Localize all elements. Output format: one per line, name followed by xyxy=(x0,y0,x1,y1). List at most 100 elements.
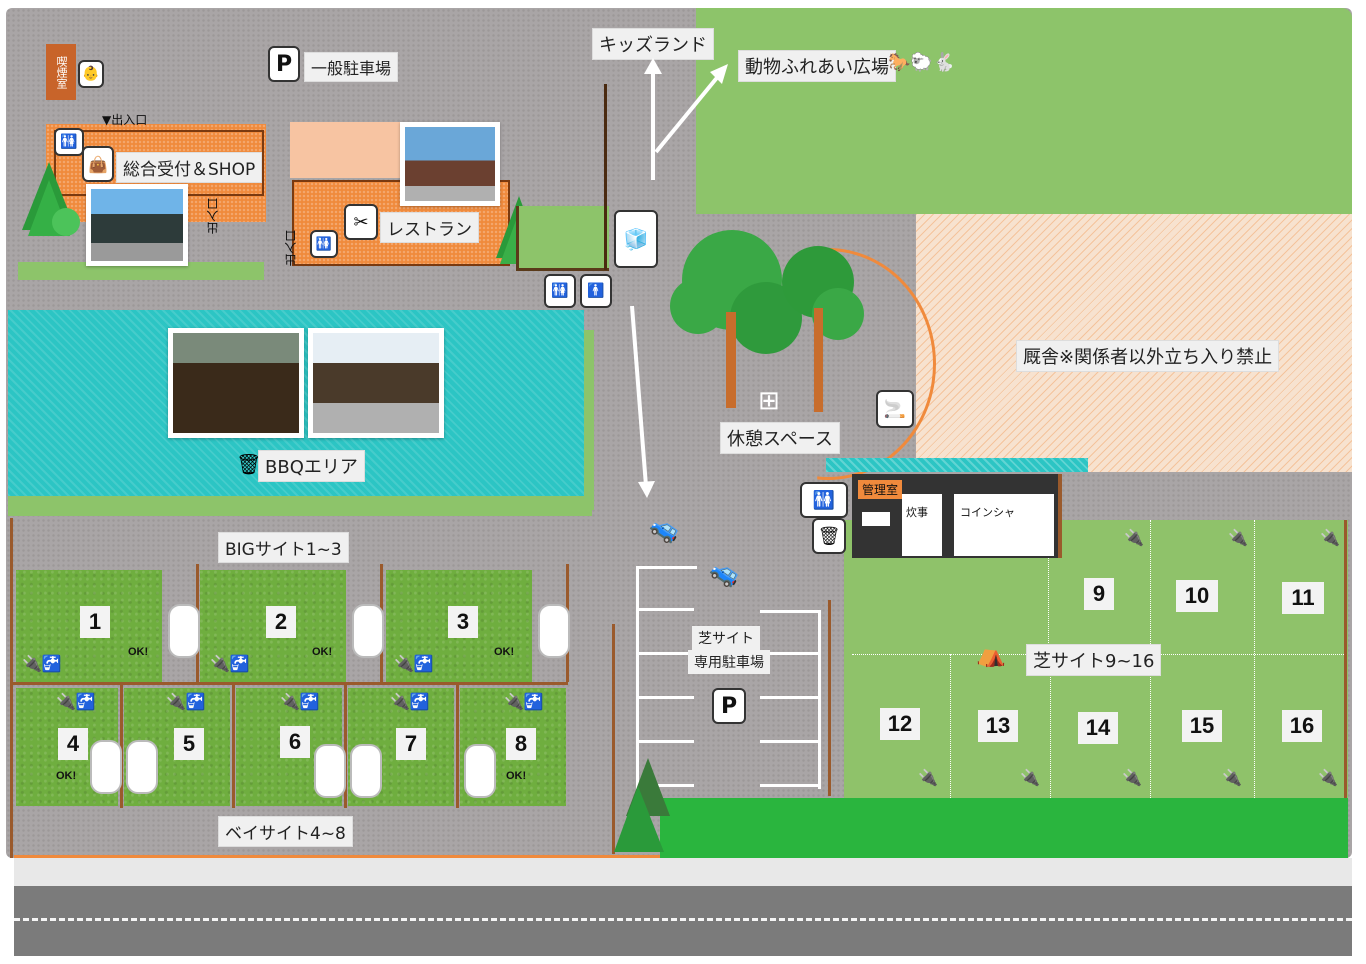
site-number: 4 xyxy=(58,728,88,760)
restroom-icon: 🚻 xyxy=(800,482,848,518)
site-number: 10 xyxy=(1176,580,1218,612)
site-number: 6 xyxy=(280,726,310,758)
restroom-icon: 🚻 xyxy=(544,274,576,308)
management-label: 管理室 xyxy=(858,480,903,499)
divider xyxy=(456,684,459,808)
lawn-grid-v3 xyxy=(1254,520,1255,800)
green-strip-left xyxy=(18,262,264,280)
bbq-green-side xyxy=(584,330,594,510)
car-icon xyxy=(314,744,346,798)
restroom-icon: 🚻 xyxy=(310,230,338,258)
parking-icon: P xyxy=(268,46,300,82)
bbq-label: BBQエリア xyxy=(258,450,365,482)
parking-lines xyxy=(636,566,697,789)
bbq-green-edge xyxy=(8,496,592,516)
plug-icon: 🔌🚰 xyxy=(56,692,96,711)
dog-icon: OK! xyxy=(56,770,77,782)
fence-line xyxy=(604,84,607,270)
lawn-parking-frame xyxy=(828,600,831,796)
trash-icon: 🗑 xyxy=(236,452,262,476)
site-number: 8 xyxy=(506,728,536,760)
site-boundary-line xyxy=(14,855,660,858)
smoking-room: 喫煙室 xyxy=(46,44,76,100)
parking-line xyxy=(636,652,694,655)
plug-icon: 🔌🚰 xyxy=(22,654,62,673)
big-site-label: BIGサイト1~3 xyxy=(218,532,349,563)
car-icon xyxy=(350,744,382,798)
reception-label: 総合受付＆SHOP xyxy=(116,152,263,183)
divider xyxy=(232,684,235,808)
lawn-parking-frame xyxy=(612,624,615,854)
lawn-grid-v5 xyxy=(1050,654,1051,800)
lawn-grid-v1 xyxy=(1048,520,1049,655)
parking-line xyxy=(636,784,694,787)
kids-land-label: キッズランド xyxy=(592,28,714,60)
tent-icon: ⛺ xyxy=(976,640,1006,668)
horse-icon: 🐎🐑🐇 xyxy=(888,52,956,73)
parking-icon: P xyxy=(712,688,746,724)
green-strip xyxy=(660,798,1348,858)
site-number: 5 xyxy=(174,728,204,760)
trash-icon: 🗑 xyxy=(812,518,846,554)
arrows xyxy=(630,58,728,498)
parking-line xyxy=(760,696,818,699)
site-number: 3 xyxy=(448,606,478,638)
plug-icon: 🔌 xyxy=(1222,768,1242,787)
plug-icon: 🔌🚰 xyxy=(390,692,430,711)
sidewalk xyxy=(14,858,1352,886)
smoking-icon: 🚬 xyxy=(876,390,914,428)
site-number: 12 xyxy=(880,708,920,740)
bbq-photo-1 xyxy=(168,328,304,438)
rest-space-label: 休憩スペース xyxy=(720,422,840,454)
tree-icon xyxy=(670,230,864,412)
left-boundary xyxy=(10,518,13,858)
plug-icon: 🔌 xyxy=(1228,528,1248,547)
car-icon xyxy=(126,740,158,794)
car-icon xyxy=(168,604,200,658)
site-number: 7 xyxy=(396,728,426,760)
lawn-parking-label-1: 芝サイト xyxy=(692,626,760,650)
restaurant-annex xyxy=(290,122,400,178)
car-icon xyxy=(90,740,122,794)
restroom-icon: 🚹 xyxy=(580,274,612,308)
management-window xyxy=(862,512,890,526)
parking-lines-right xyxy=(760,610,821,789)
plug-icon: 🔌 xyxy=(1122,768,1142,787)
dog-icon: OK! xyxy=(494,646,515,658)
site-number: 11 xyxy=(1282,582,1324,614)
baby-icon: 👶 xyxy=(78,60,104,88)
dog-icon: OK! xyxy=(312,646,333,658)
bbq-photo-2 xyxy=(308,328,444,438)
restroom-icon: 🚻 xyxy=(54,128,84,156)
restaurant-photo xyxy=(400,122,500,206)
plug-icon: 🔌 xyxy=(1020,768,1040,787)
parking-line xyxy=(636,608,694,611)
divider xyxy=(120,684,123,808)
plug-icon: 🔌 xyxy=(918,768,938,787)
restaurant-label: レストラン xyxy=(380,212,479,243)
site-number: 16 xyxy=(1282,710,1322,742)
parking-line xyxy=(636,740,694,743)
reception-photo xyxy=(86,184,188,266)
barn-label: 厩舎※関係者以外立ち入り禁止 xyxy=(1016,340,1280,372)
animal-plaza-field xyxy=(696,8,1352,214)
car-icon xyxy=(352,604,384,658)
coin-shower-room xyxy=(954,494,1054,556)
bay-site-label: ベイサイト4~8 xyxy=(218,816,353,847)
site-number: 2 xyxy=(266,606,296,638)
entrance-label-2: 出入口 xyxy=(206,198,220,234)
site-number: 14 xyxy=(1078,712,1118,744)
parking-line xyxy=(760,652,818,655)
plug-icon: 🔌 xyxy=(1320,528,1340,547)
management-roof xyxy=(826,458,1088,472)
divider xyxy=(344,684,347,808)
parking-line xyxy=(760,784,818,787)
animal-plaza-label: 動物ふれあい広場 xyxy=(738,50,896,82)
plug-icon: 🔌 xyxy=(1124,528,1144,547)
tree-icon xyxy=(22,162,80,236)
lawn-site-label: 芝サイト9~16 xyxy=(1026,644,1162,676)
car-icon xyxy=(464,744,496,798)
entrance-label-1: ▼出入口 xyxy=(102,113,148,127)
plug-icon: 🔌🚰 xyxy=(166,692,206,711)
vending-machine-icon: 🧊 xyxy=(614,210,658,268)
